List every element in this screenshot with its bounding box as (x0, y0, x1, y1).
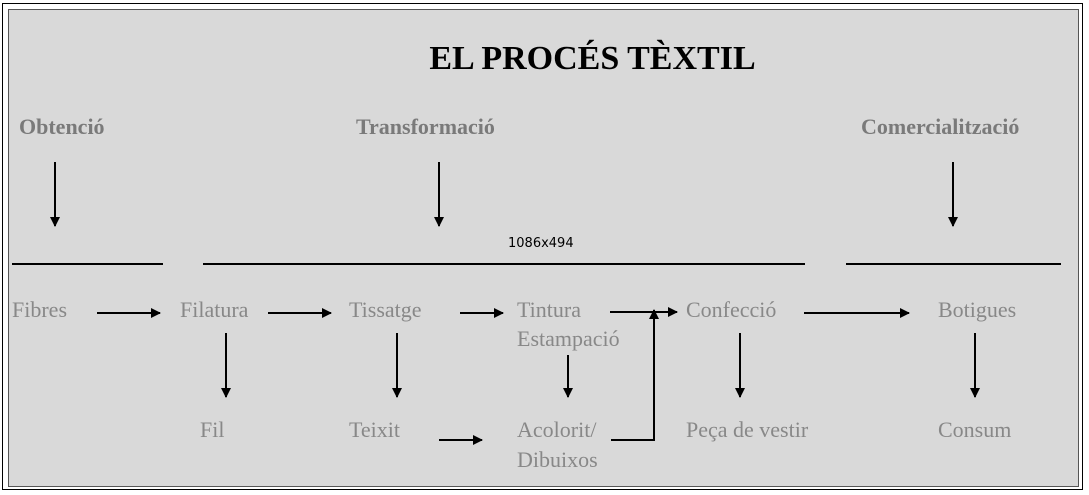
node-botigues: Botigues (938, 297, 1017, 322)
dimension-label: 1086x494 (508, 236, 574, 251)
stage-label-obtencio: Obtenció (19, 114, 105, 139)
node-dibuixos: Dibuixos (517, 447, 598, 472)
node-estampacio: Estampació (517, 326, 620, 351)
node-confeccio: Confecció (686, 297, 777, 322)
node-consum: Consum (938, 417, 1012, 442)
page-title: EL PROCÉS TÈXTIL (429, 40, 756, 77)
node-peca-de-vestir: Peça de vestir (686, 417, 809, 442)
node-tissatge: Tissatge (349, 297, 422, 322)
stage-label-transformacio: Transformació (356, 114, 495, 139)
node-filatura: Filatura (180, 297, 249, 322)
node-acolorit: Acolorit/ (517, 417, 597, 442)
node-fibres: Fibres (12, 297, 67, 322)
node-teixit: Teixit (349, 417, 401, 442)
stage-label-comercialitzacio: Comercialització (861, 114, 1020, 139)
diagram-panel (8, 9, 1079, 487)
node-tintura: Tintura (517, 297, 581, 322)
node-fil: Fil (200, 417, 225, 442)
arrow-acolorit-confeccio (611, 309, 659, 441)
